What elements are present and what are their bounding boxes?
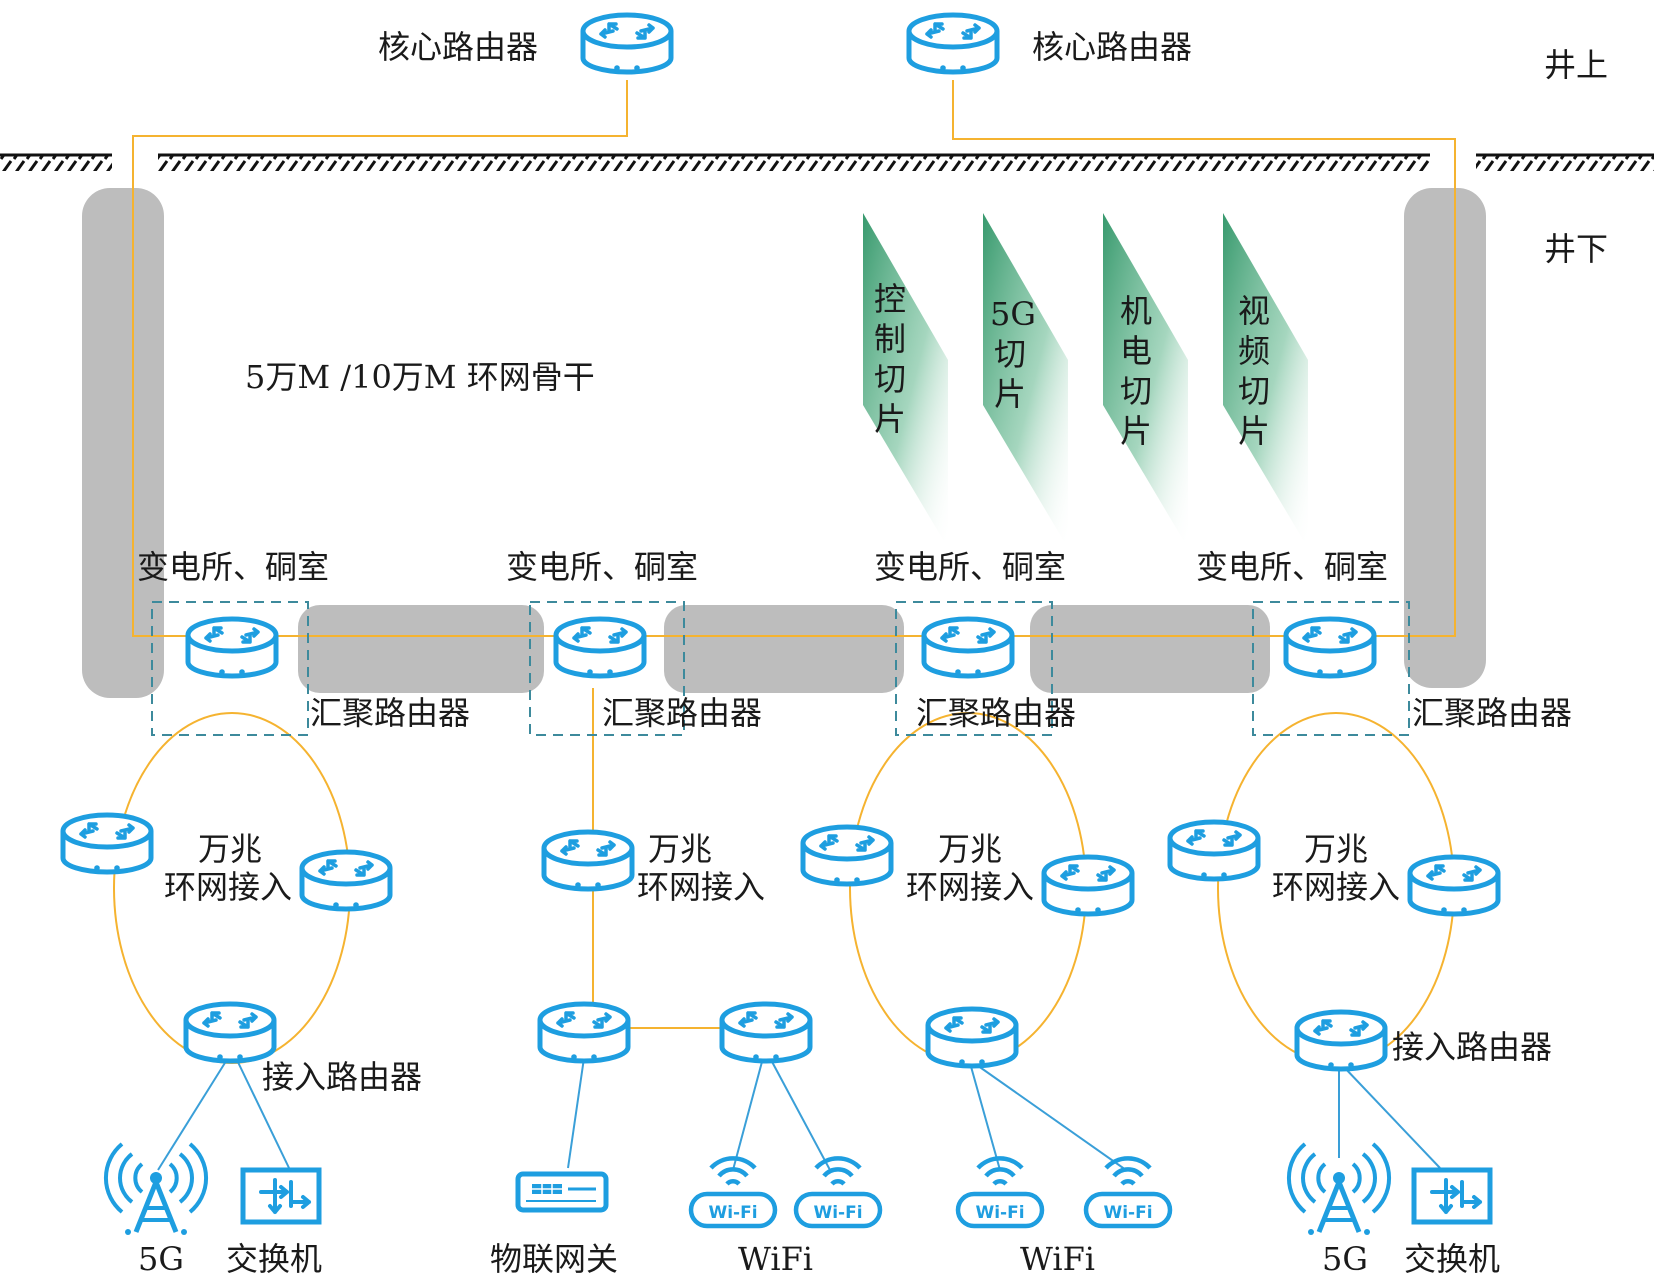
slice-5g-label: 5G [990,295,1036,333]
core-router-left-label: 核心路由器 [378,28,538,66]
slice-control-char: 切 [874,360,906,398]
ring-access-label-3b: 环网接入 [906,868,1034,906]
wifi-badge-text: Wi-Fi [975,1203,1024,1223]
slice-5g-char: 切 [994,335,1026,373]
leaf-label-wifi-3: WiFi [1020,1240,1095,1276]
ring-router-2[interactable] [544,832,632,889]
slice-5g-char: 片 [994,375,1026,413]
slice-video-char: 片 [1238,412,1270,450]
slice-video-char: 频 [1238,332,1270,370]
access-router-2b[interactable] [722,1004,810,1061]
slice-control-char: 片 [874,400,906,438]
substation-label-1: 变电所、硐室 [137,548,329,586]
access-router-4[interactable] [1297,1012,1385,1069]
leaf-label-wifi-2: WiFi [738,1240,813,1276]
core-router-right-label: 核心路由器 [1032,28,1192,66]
slice-electromech-char: 片 [1120,412,1152,450]
below-ground-label: 井下 [1544,230,1608,268]
access-router-2a[interactable] [540,1004,628,1061]
slice-control-label: 控 [874,280,906,318]
slice-electromech-char: 电 [1120,332,1152,370]
access-router-label-4: 接入路由器 [1392,1028,1552,1066]
leaf-label-iot-gateway: 物联网关 [490,1240,618,1276]
aggregation-label-4: 汇聚路由器 [1412,694,1572,732]
core-router-right[interactable] [909,15,997,72]
leaf-label-switch-4: 交换机 [1404,1240,1500,1276]
shaft-right [1404,188,1486,688]
leaf-label-5g-4: 5G [1322,1240,1368,1276]
wifi-badge-text: Wi-Fi [1103,1203,1152,1223]
aggregation-router-4[interactable] [1286,619,1374,676]
backbone-label: 5万M /10万M 环网骨干 [245,358,595,396]
ring-access-label-1a: 万兆 [198,830,262,868]
substation-label-4: 变电所、硐室 [1196,548,1388,586]
substation-label-3: 变电所、硐室 [874,548,1066,586]
ring-router-1b[interactable] [302,852,390,909]
5g-antenna-icon[interactable] [106,1144,206,1235]
shaft-left [82,188,164,698]
aggregation-label-3: 汇聚路由器 [916,694,1076,732]
leaf-links [157,1057,1441,1171]
ring-access-label-4b: 环网接入 [1272,868,1400,906]
core-router-left[interactable] [583,15,671,72]
slice-video-char: 切 [1238,372,1270,410]
wifi-badges: Wi-Fi Wi-Fi Wi-Fi Wi-Fi [708,1203,1152,1223]
tunnels [298,605,1270,693]
aggregation-router-1[interactable] [188,619,276,676]
ring-router-3a[interactable] [803,827,891,884]
ring-router-3b[interactable] [1044,857,1132,914]
slice-electromech-label: 机 [1120,292,1152,330]
substation-label-2: 变电所、硐室 [506,548,698,586]
aggregation-label-1: 汇聚路由器 [310,694,470,732]
leaf-label-switch-1: 交换机 [226,1240,322,1276]
aggregation-router-3[interactable] [924,619,1012,676]
wifi-badge-text: Wi-Fi [708,1203,757,1223]
ring-access-label-3a: 万兆 [938,830,1002,868]
slice-control-char: 制 [874,320,906,358]
aggregation-router-2[interactable] [556,619,644,676]
leaf-label-5g-1: 5G [138,1240,184,1276]
slice-video-label: 视 [1238,292,1270,330]
iot-gateway-icon[interactable] [518,1174,606,1210]
ring-router-1a[interactable] [63,815,151,872]
aggregation-label-2: 汇聚路由器 [602,694,762,732]
ring-access-label-4a: 万兆 [1304,830,1368,868]
substation-boxes [151,601,1410,736]
switch-icon[interactable] [243,1170,319,1222]
ring-access-label-1b: 环网接入 [164,868,292,906]
network-slices [863,213,1308,548]
ring-router-4a[interactable] [1170,822,1258,879]
above-ground-label: 井上 [1544,46,1608,84]
access-router-label-1: 接入路由器 [262,1058,422,1096]
ring-access-label-2a: 万兆 [648,830,712,868]
ring-access-label-2b: 环网接入 [637,868,765,906]
slice-labels: 控 制 切 片 5G 切 片 机 电 切 片 视 频 切 片 [874,280,1270,450]
slice-electromech-char: 切 [1120,372,1152,410]
ground-line [0,153,1654,171]
wifi-badge-text: Wi-Fi [813,1203,862,1223]
ring-router-4b[interactable] [1410,857,1498,914]
switch-icon[interactable] [1414,1170,1490,1222]
access-router-1[interactable] [186,1004,274,1061]
access-router-3[interactable] [928,1009,1016,1066]
